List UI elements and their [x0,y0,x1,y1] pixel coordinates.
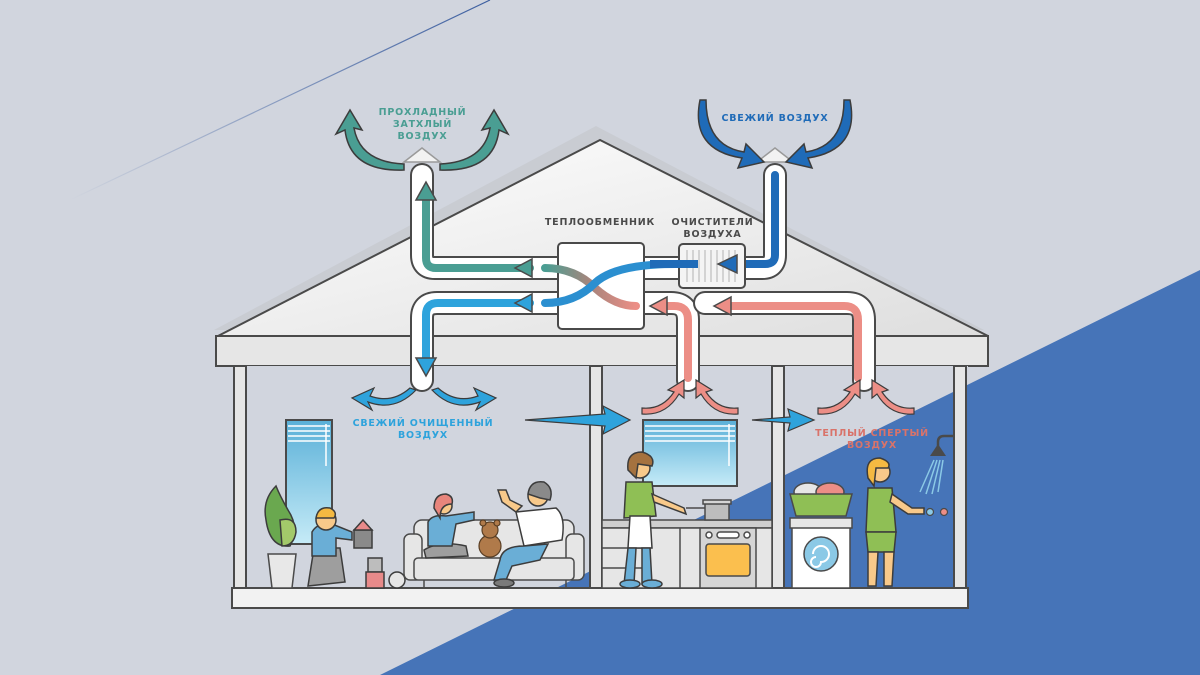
laundry-basket [789,482,853,517]
woman-cooking [619,451,688,589]
pillar [953,365,967,591]
hot-tap [939,507,949,517]
duct-system [410,163,876,392]
transfer-arrow-kitchen-to-bath [751,407,816,433]
fresh-supply-flow [422,299,534,364]
exhaust-arrows [334,108,510,171]
bathroom [789,434,954,589]
label-line: ПРОХЛАДНЫЙ [378,107,467,118]
exhaust-vent-cap [401,147,443,163]
floor [231,587,969,609]
label-line: ТЕПЛООБМЕННИК [544,217,656,228]
label-line: СВЕЖИЙ ОЧИЩЕННЫЙ [352,418,494,429]
label-fresh-air: СВЕЖИЙ ВОЗДУХ [715,113,835,125]
child-with-blocks [307,506,406,589]
bath-return-flow [726,302,862,382]
label-line: ВОЗДУХ [398,430,448,441]
father [492,481,564,588]
fresh-intake-flow [731,171,779,268]
label-air-purifiers: ОЧИСТИТЕЛИ ВОЗДУХА [665,217,760,241]
kitchen [601,419,773,589]
cold-tap [925,507,935,517]
pillar [589,365,603,591]
stove [699,527,757,589]
woman [865,457,925,587]
label-line: ТЕПЛЫЙ СПЕРТЫЙ [815,428,929,439]
pillar [771,365,785,591]
decorative-line [69,0,491,201]
label-line: ВОЗДУХА [683,229,742,240]
air-purifier [650,243,746,289]
kitchen-return-arrows [641,378,739,415]
shower [919,434,954,495]
label-heat-exchanger: ТЕПЛООБМЕННИК [540,217,660,229]
label-line: ОЧИСТИТЕЛИ [671,217,754,228]
kitchen-window [642,419,738,487]
label-fresh-purified-air: СВЕЖИЙ ОЧИЩЕННЫЙ ВОЗДУХ [348,418,498,442]
label-line: ЗАТХЛЫЙ [392,119,453,130]
label-line: ВОЗДУХ [397,131,448,142]
living-room [264,419,585,589]
intake-vent-cap [754,147,796,163]
label-line: ВОЗДУХ [847,440,897,451]
washing-machine [789,517,853,589]
pillar [233,365,247,591]
pot [686,499,732,521]
girl [423,493,475,559]
label-line: СВЕЖИЙ ВОЗДУХ [721,113,829,124]
bath-return-arrows [817,378,915,415]
stale-exhaust-flow [422,191,534,272]
plant [264,484,297,589]
label-cool-stale-air: ПРОХЛАДНЫЙ ЗАТХЛЫЙ ВОЗДУХ [370,107,475,143]
heat-exchanger [541,242,680,330]
transfer-arrow-living-to-kitchen [524,404,632,436]
label-warm-stale-air: ТЕПЛЫЙ СПЕРТЫЙ ВОЗДУХ [812,428,932,452]
supply-diffuser-arrows [350,386,498,412]
teddy-bear [478,519,502,558]
intake-arrows [697,99,853,170]
kitchen-return-flow [656,302,692,382]
